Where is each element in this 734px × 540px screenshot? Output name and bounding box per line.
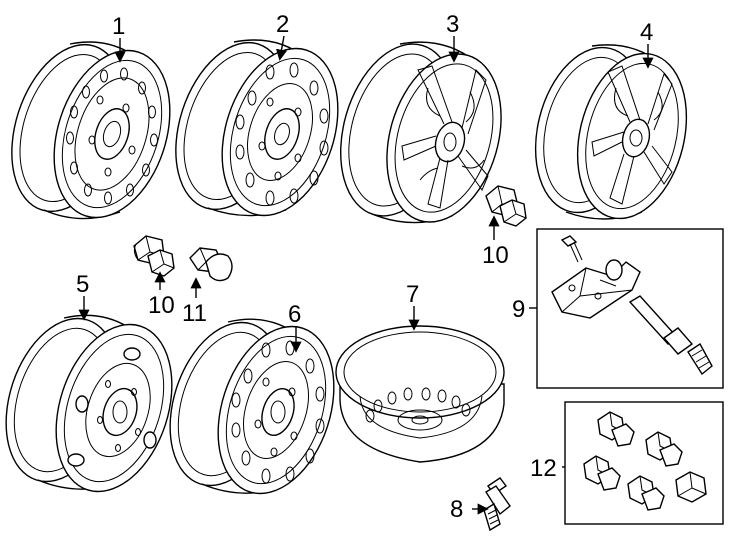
leader-lines <box>78 35 654 515</box>
part-1-steel-wheel[interactable] <box>0 30 190 232</box>
callout-9: 9 <box>512 296 525 323</box>
part-10-lug-nut-left[interactable] <box>133 235 175 277</box>
callout-11: 11 <box>182 300 207 327</box>
part-2-steel-wheel[interactable] <box>156 28 358 230</box>
callout-10-left: 10 <box>148 292 175 319</box>
callout-7: 7 <box>406 281 419 308</box>
callout-6: 6 <box>288 301 301 328</box>
part-4-alloy-wheel[interactable] <box>519 36 703 230</box>
part-8-valve-stem[interactable] <box>483 477 511 532</box>
callout-2: 2 <box>276 11 289 38</box>
part-6-steel-wheel[interactable] <box>151 308 354 508</box>
callout-labels: 1 2 3 4 10 10 11 5 6 7 8 9 12 <box>76 11 653 523</box>
callout-12: 12 <box>530 455 557 482</box>
callout-5: 5 <box>76 271 89 298</box>
part-11-capped-lug-nut[interactable] <box>189 247 233 282</box>
callout-10-right: 10 <box>482 242 509 269</box>
callout-3: 3 <box>446 11 459 38</box>
callout-8: 8 <box>450 496 463 523</box>
part-5-dual-steel-wheel[interactable] <box>0 304 192 506</box>
callout-4: 4 <box>640 19 653 46</box>
part-12-wheel-lock-set[interactable] <box>564 401 724 525</box>
part-10-lug-nut-right[interactable] <box>485 185 527 227</box>
callout-1: 1 <box>112 13 125 40</box>
part-9-tpms-sensor-kit[interactable] <box>536 228 724 389</box>
part-7-spare-wheel[interactable] <box>335 325 505 463</box>
part-3-alloy-wheel[interactable] <box>322 31 520 236</box>
